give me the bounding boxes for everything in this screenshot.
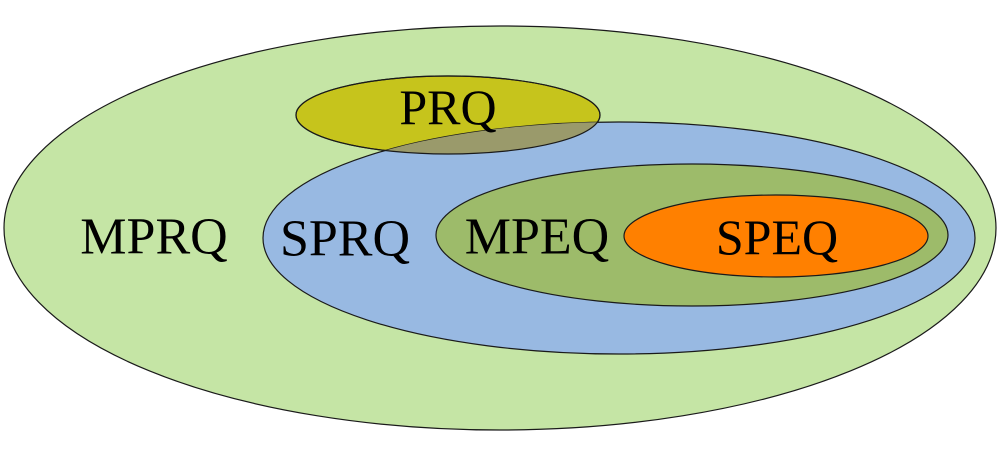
prq-label: PRQ <box>399 79 496 135</box>
sprq-label: SPRQ <box>280 211 410 268</box>
speq-ellipse <box>623 194 929 278</box>
mprq-label: MPRQ <box>80 209 227 266</box>
speq-label: SPEQ <box>716 209 838 265</box>
prq-outline <box>295 75 601 155</box>
mpeq-label: MPEQ <box>465 209 609 266</box>
